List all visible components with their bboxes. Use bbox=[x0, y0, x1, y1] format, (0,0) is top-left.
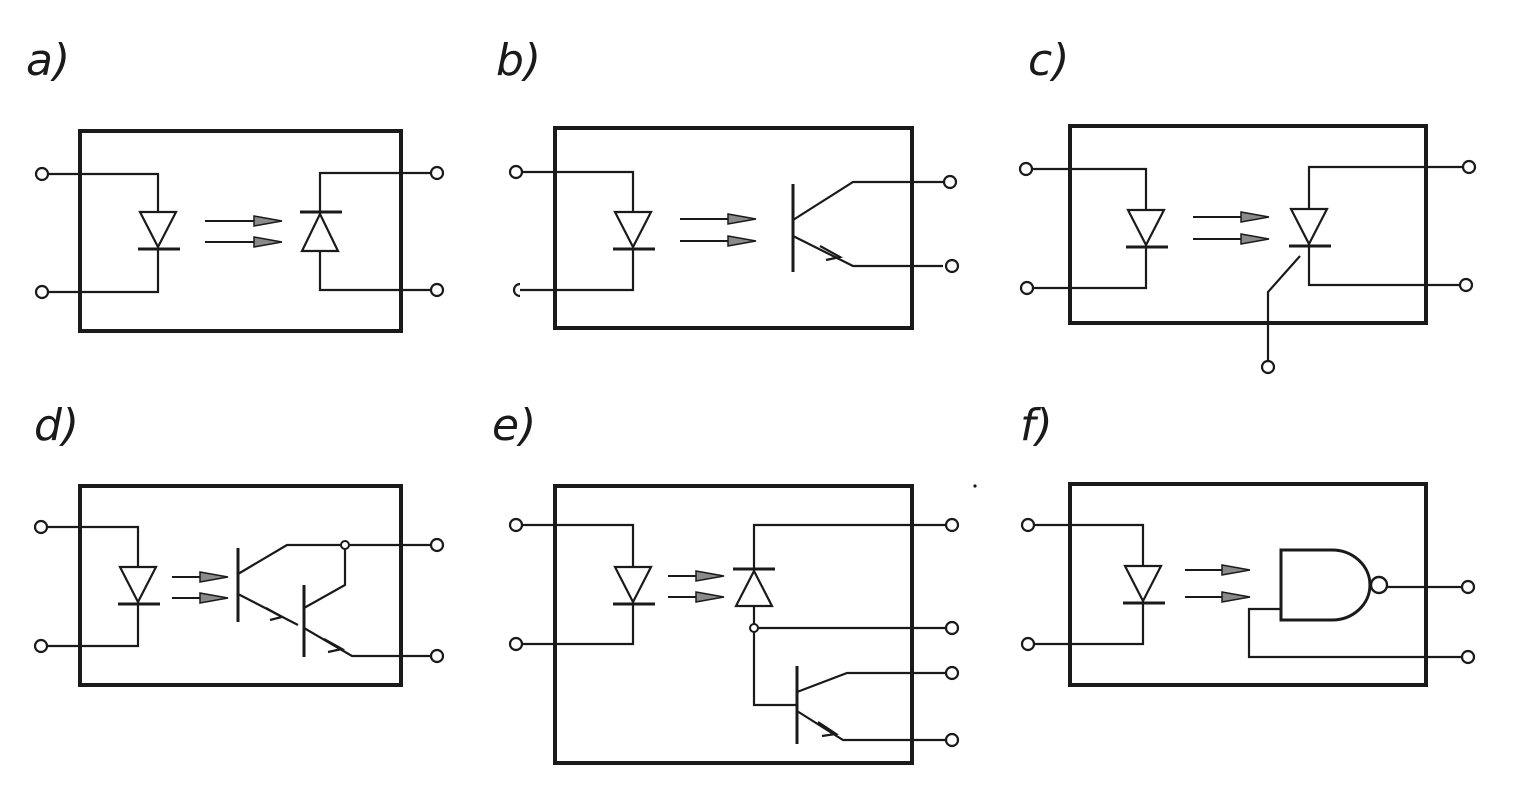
terminal bbox=[34, 166, 50, 182]
terminal bbox=[508, 517, 524, 533]
input-led bbox=[1033, 167, 1168, 290]
light-arrows bbox=[680, 213, 757, 247]
nand-gate bbox=[1247, 548, 1462, 659]
terminal bbox=[1020, 517, 1036, 533]
input-led bbox=[522, 523, 655, 646]
terminal bbox=[1458, 277, 1474, 293]
input-led bbox=[520, 170, 655, 292]
terminal bbox=[429, 537, 445, 553]
panel-b: b) bbox=[496, 35, 960, 330]
panel-label-b: b) bbox=[496, 35, 541, 86]
terminal bbox=[944, 732, 960, 748]
terminal bbox=[1019, 280, 1035, 296]
panel-a: a) bbox=[26, 35, 445, 333]
terminal bbox=[1460, 649, 1476, 665]
panel-label-c: c) bbox=[1028, 35, 1069, 86]
photodiode bbox=[733, 523, 945, 633]
terminal bbox=[1461, 159, 1477, 175]
terminal bbox=[34, 284, 50, 300]
terminal bbox=[33, 519, 49, 535]
terminal bbox=[944, 517, 960, 533]
light-arrows bbox=[172, 571, 229, 604]
terminal bbox=[508, 636, 524, 652]
input-led bbox=[47, 525, 160, 648]
amplifier-transistor bbox=[752, 632, 945, 744]
panel-label-f: f) bbox=[1020, 400, 1053, 451]
coupler-housing bbox=[553, 126, 914, 330]
light-arrows bbox=[1193, 211, 1270, 245]
terminal bbox=[944, 258, 960, 274]
terminal bbox=[429, 165, 445, 181]
phototransistor bbox=[791, 180, 943, 272]
terminal bbox=[508, 164, 524, 180]
terminal bbox=[512, 282, 521, 298]
coupler-housing bbox=[78, 484, 403, 687]
terminal bbox=[429, 648, 445, 664]
terminal bbox=[1020, 636, 1036, 652]
panel-label-e: e) bbox=[492, 400, 536, 451]
coupler-housing bbox=[78, 129, 403, 333]
input-led bbox=[1033, 523, 1165, 646]
panel-f: f) bbox=[1020, 400, 1476, 687]
speck bbox=[973, 484, 977, 488]
photothyristor bbox=[1266, 165, 1462, 360]
coupler-housing bbox=[1068, 124, 1428, 325]
terminal bbox=[1018, 161, 1034, 177]
panel-label-a: a) bbox=[26, 35, 70, 86]
terminal bbox=[33, 638, 49, 654]
light-arrows bbox=[668, 570, 725, 603]
coupler-housing bbox=[553, 484, 914, 765]
terminal bbox=[944, 665, 960, 681]
photodiode bbox=[300, 171, 430, 292]
light-arrows bbox=[205, 215, 283, 248]
terminal bbox=[1460, 579, 1476, 595]
gate-terminal bbox=[1260, 359, 1276, 375]
panel-label-d: d) bbox=[34, 400, 79, 451]
light-arrows bbox=[1185, 564, 1251, 603]
panel-d: d) bbox=[33, 400, 445, 687]
darlington-phototransistor bbox=[236, 540, 431, 658]
terminal bbox=[944, 620, 960, 636]
panel-e: e) bbox=[492, 400, 960, 765]
panel-c: c) bbox=[1018, 35, 1477, 375]
terminal bbox=[942, 174, 958, 190]
input-led bbox=[48, 172, 180, 294]
coupler-housing bbox=[1068, 482, 1428, 687]
terminal bbox=[429, 282, 445, 298]
